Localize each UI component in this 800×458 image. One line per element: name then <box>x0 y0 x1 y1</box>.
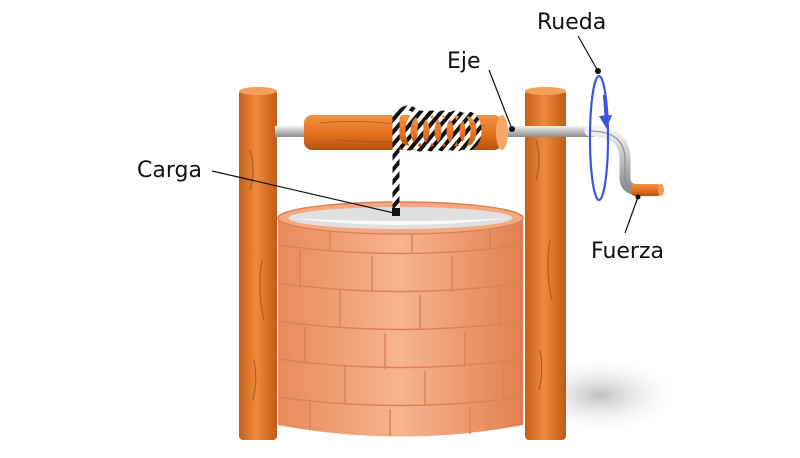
well-body <box>277 201 524 437</box>
leader-wheel <box>577 35 601 74</box>
circular-arrow-icon <box>588 74 613 202</box>
leader-axle <box>488 69 515 132</box>
label-force: Fuerza <box>591 239 664 264</box>
rope-end <box>392 208 400 216</box>
leader-force <box>624 194 641 234</box>
label-axle: Eje <box>447 49 481 74</box>
crank-arm <box>584 125 646 196</box>
label-load: Carga <box>137 158 202 183</box>
crank-grip <box>631 184 664 196</box>
right-post <box>525 87 566 440</box>
leader-load <box>211 170 395 214</box>
left-post <box>239 87 277 440</box>
rope-coils <box>392 105 482 152</box>
label-wheel: Rueda <box>537 10 606 35</box>
